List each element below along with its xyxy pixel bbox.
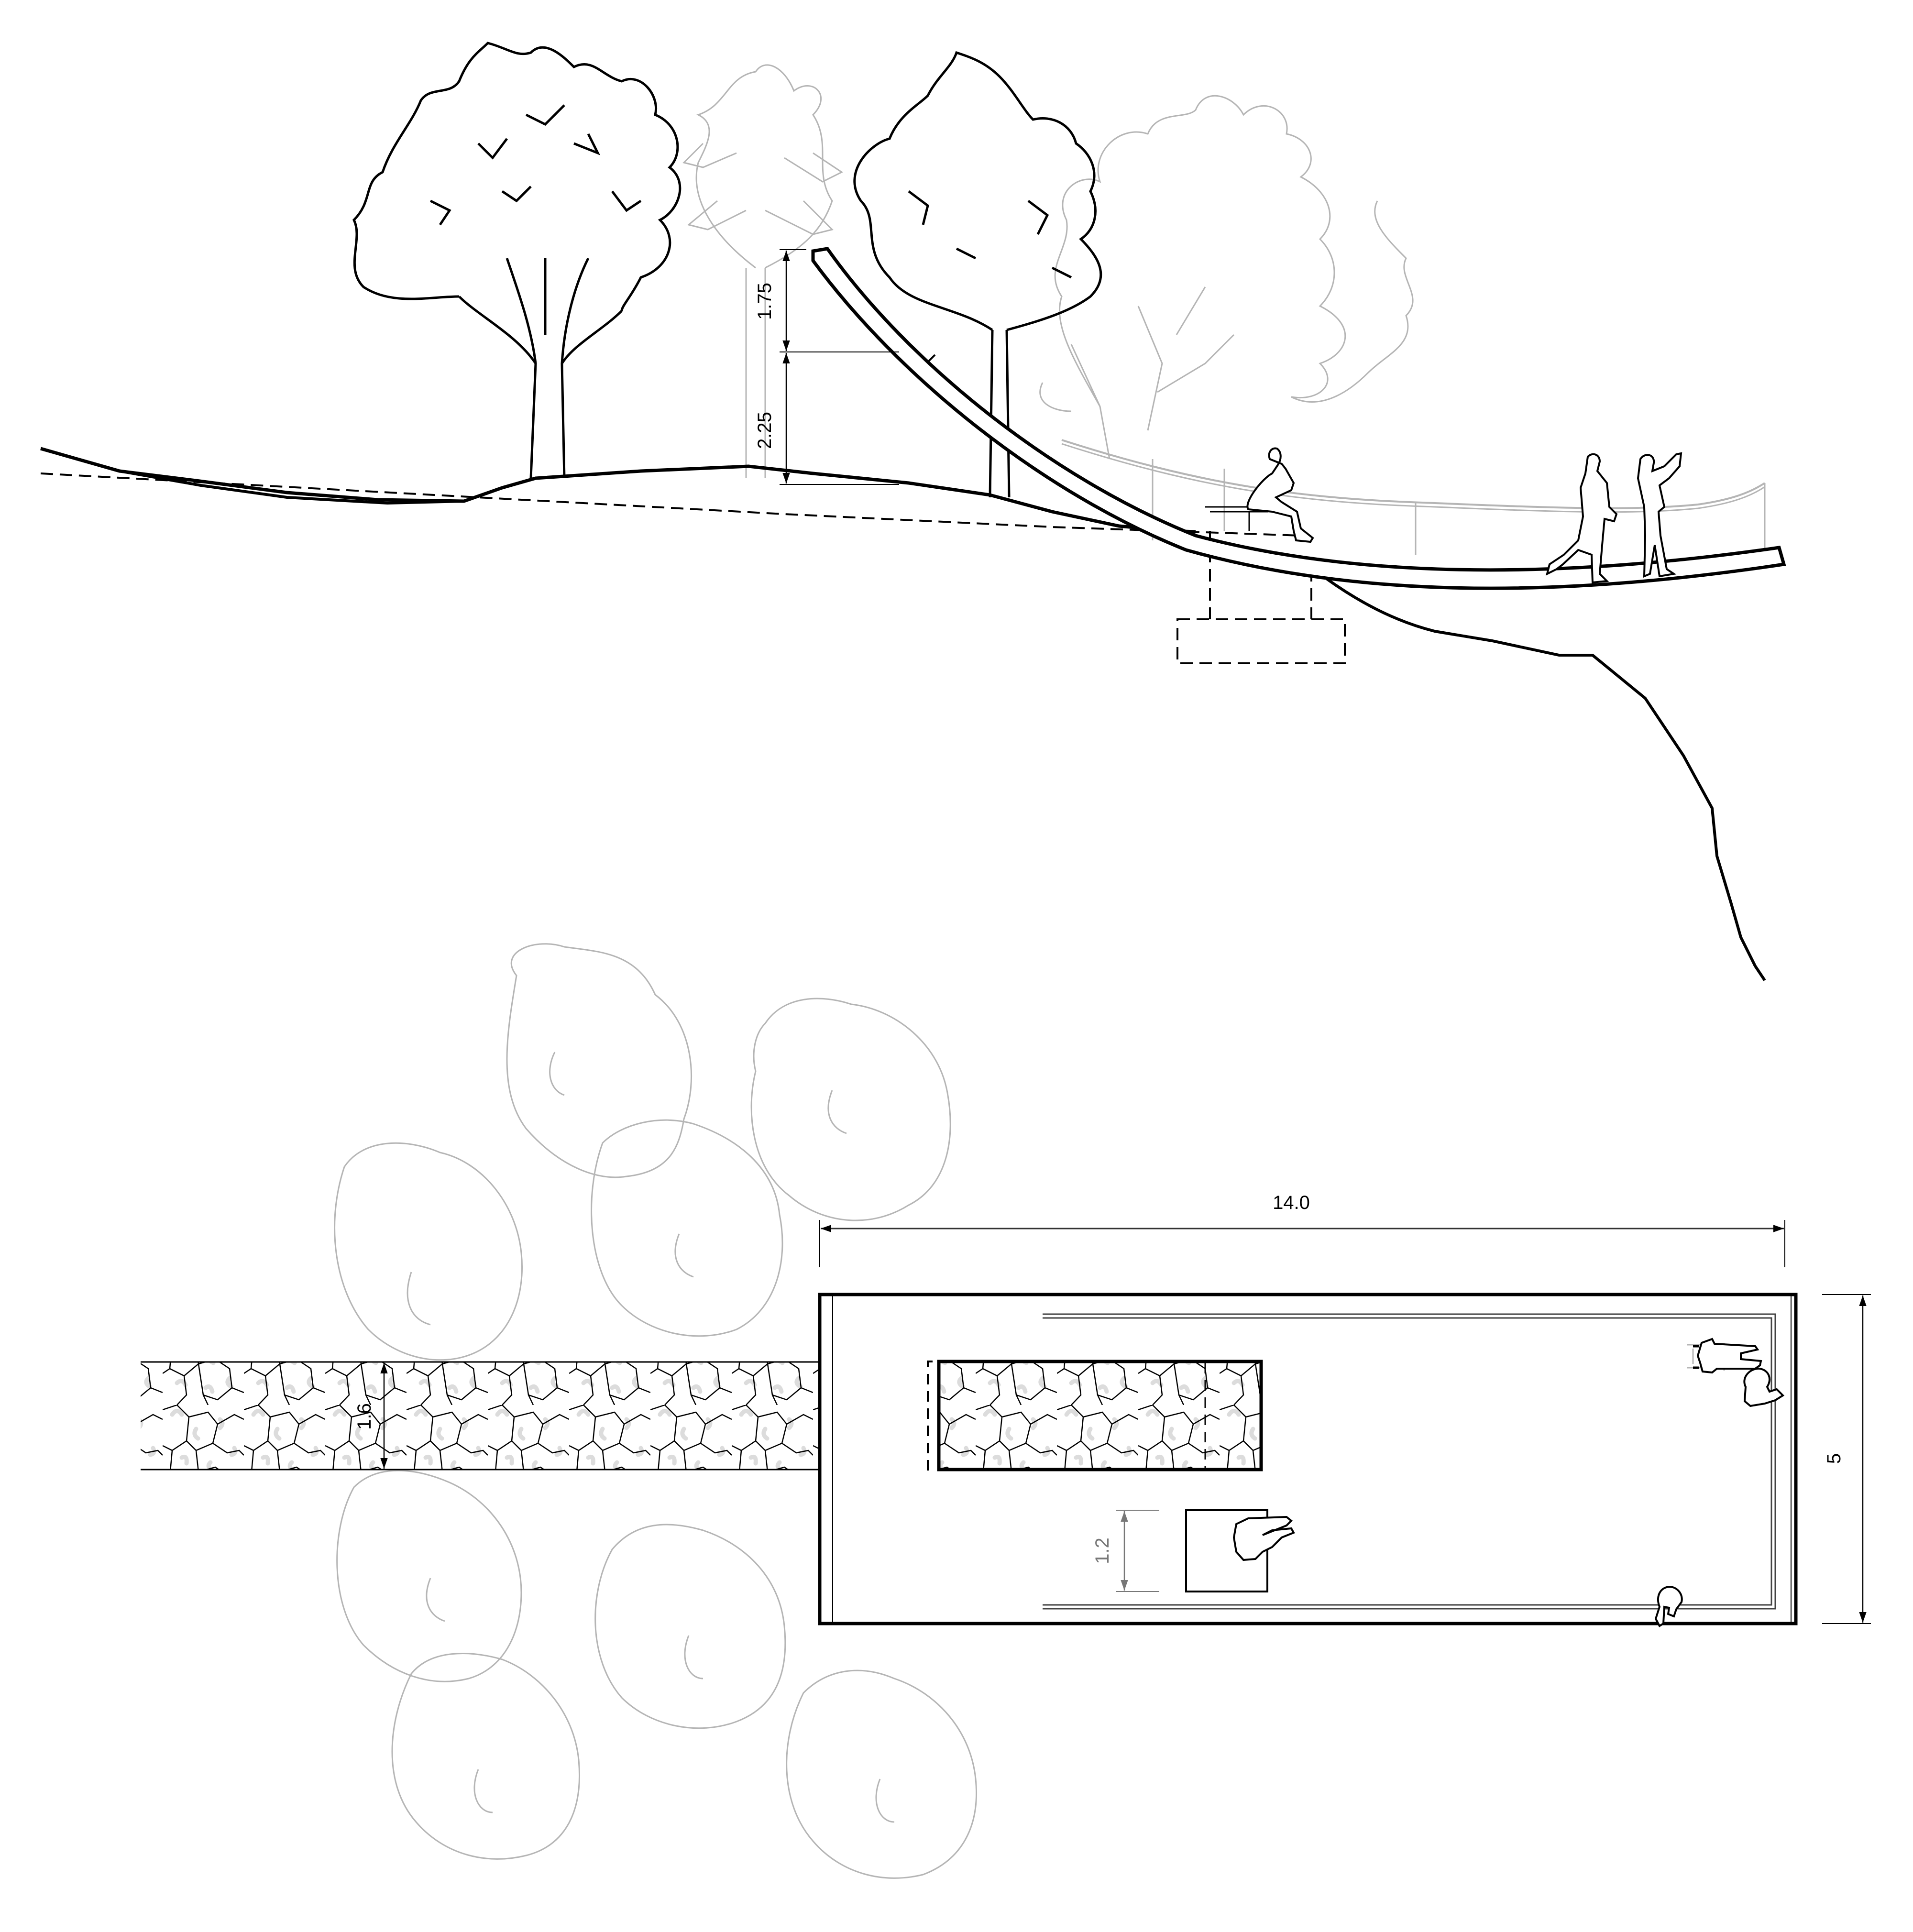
plan-width-dimension: 5 xyxy=(1822,1294,1871,1624)
section-drawing: 1.75 2.25 xyxy=(40,42,1786,981)
stone-pad xyxy=(927,1360,1263,1471)
photographing-person-icon xyxy=(1637,452,1682,578)
dimension-label-5: 5 xyxy=(1824,1453,1845,1464)
access-path xyxy=(141,1361,820,1471)
path-width-dimension: 1.6 xyxy=(354,1363,388,1469)
tree-canopy-icon xyxy=(336,1470,522,1682)
person-leaning-icon xyxy=(1743,1367,1785,1407)
existing-ground-line xyxy=(119,470,464,505)
dimension-label-2.25: 2.25 xyxy=(754,412,775,449)
cliff-line xyxy=(1319,572,1766,981)
tree-canopy-icon xyxy=(391,1653,580,1860)
curved-platform xyxy=(811,247,1786,590)
tree-canopy-icon xyxy=(786,1669,977,1879)
tree-canopy-icon xyxy=(750,998,951,1221)
walking-person-icon xyxy=(1546,453,1618,584)
person-at-railing-icon xyxy=(1654,1585,1683,1627)
bench-dimension: 1.2 xyxy=(1092,1510,1159,1592)
tree-icon xyxy=(352,42,1102,498)
plan-drawing: 1.6 1.2 xyxy=(141,943,1871,1879)
person-on-bench-icon xyxy=(1232,1515,1295,1561)
plan-tree-canopies xyxy=(334,943,977,1879)
wheelchair-user-icon xyxy=(1687,1338,1762,1374)
dimension-label-1.6: 1.6 xyxy=(354,1403,375,1430)
section-dimension-upper: 1.75 xyxy=(754,249,899,352)
dimension-label-1.2: 1.2 xyxy=(1092,1537,1113,1564)
plan-railing xyxy=(1043,1313,1776,1610)
background-tree-icon xyxy=(682,64,1414,478)
tree-canopy-icon xyxy=(591,1119,783,1337)
plan-length-dimension: 14.0 xyxy=(819,1192,1785,1267)
ground-line xyxy=(40,447,1196,534)
tree-canopy-icon xyxy=(594,1524,786,1729)
railing xyxy=(1061,439,1766,579)
seated-person-icon xyxy=(1246,447,1314,543)
section-dimension-lower: 2.25 xyxy=(754,353,899,485)
dimension-label-14.0: 14.0 xyxy=(1273,1192,1310,1213)
tree-canopy-icon xyxy=(506,943,693,1178)
tree-canopy-icon xyxy=(334,1142,523,1361)
dimension-label-1.75: 1.75 xyxy=(754,283,775,320)
